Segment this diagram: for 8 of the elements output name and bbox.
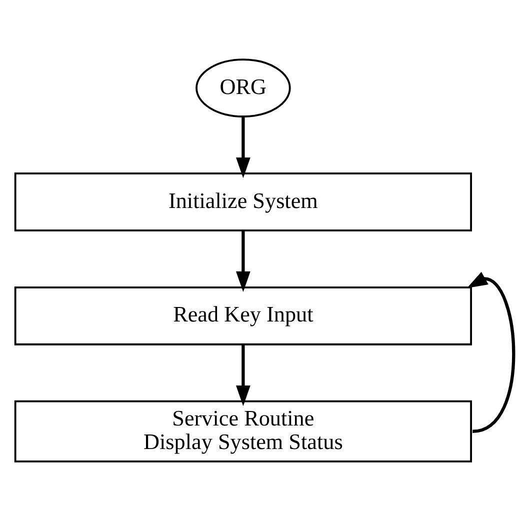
node-box: Initialize System: [14, 172, 472, 232]
arrow: [235, 344, 250, 406]
node-box: Service Routine Display System Status: [14, 400, 472, 462]
node-ellipse: ORG: [195, 58, 290, 118]
node-box: Read Key Input: [14, 286, 472, 346]
arrow: [235, 116, 250, 178]
arrow: [235, 230, 250, 292]
arrow: [466, 272, 515, 433]
